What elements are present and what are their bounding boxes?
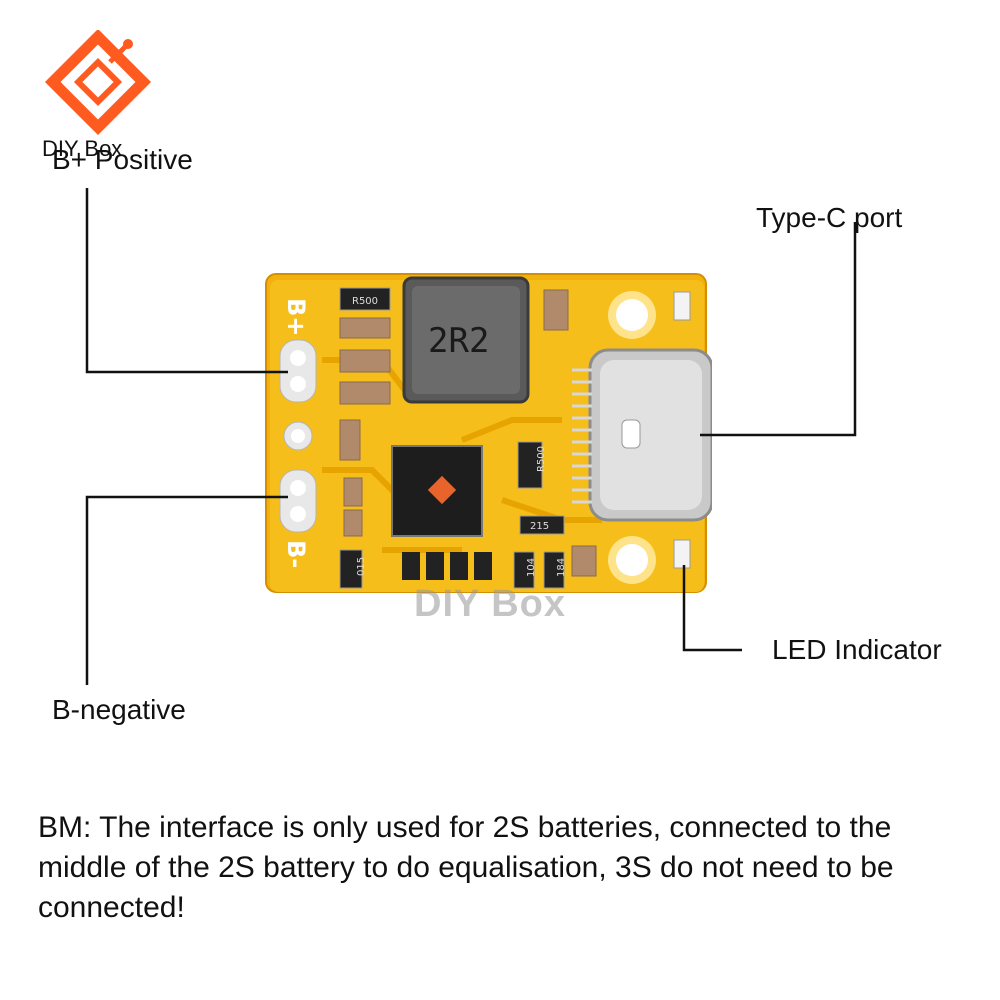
inductor: 2R2	[402, 276, 530, 404]
svg-text:215: 215	[530, 521, 549, 532]
pcb-board: B+ B- R500 R500 215 015 104 184 2R2	[265, 273, 712, 593]
svg-text:R500: R500	[352, 296, 378, 307]
resistors: R500 R500 215 015 104 184	[339, 287, 567, 589]
mounting-hole	[608, 291, 656, 584]
svg-text:015: 015	[356, 557, 367, 576]
callout-b-positive: B+ Positive	[52, 144, 193, 175]
ic-chip	[391, 445, 483, 537]
silk-b-minus: B-	[282, 540, 310, 568]
brand-name: DIY Box	[42, 136, 123, 161]
svg-text:184: 184	[556, 558, 567, 577]
capacitors	[339, 289, 597, 577]
led	[673, 291, 691, 569]
svg-text:104: 104	[526, 558, 537, 577]
callout-b-negative: B-negative	[52, 694, 186, 725]
silk-b-plus: B+	[282, 298, 310, 336]
logo-mark-icon	[44, 28, 152, 136]
usage-note: BM: The interface is only used for 2S ba…	[38, 811, 894, 924]
solder-pads	[279, 339, 317, 533]
callout-led: LED Indicator	[772, 634, 942, 665]
watermark: DIY Box	[414, 583, 567, 625]
callout-type-c: Type-C port	[756, 202, 903, 233]
type-c-connector	[572, 348, 712, 522]
svg-text:2R2: 2R2	[428, 321, 489, 361]
svg-text:R500: R500	[536, 446, 547, 472]
brand-logo	[40, 28, 160, 140]
